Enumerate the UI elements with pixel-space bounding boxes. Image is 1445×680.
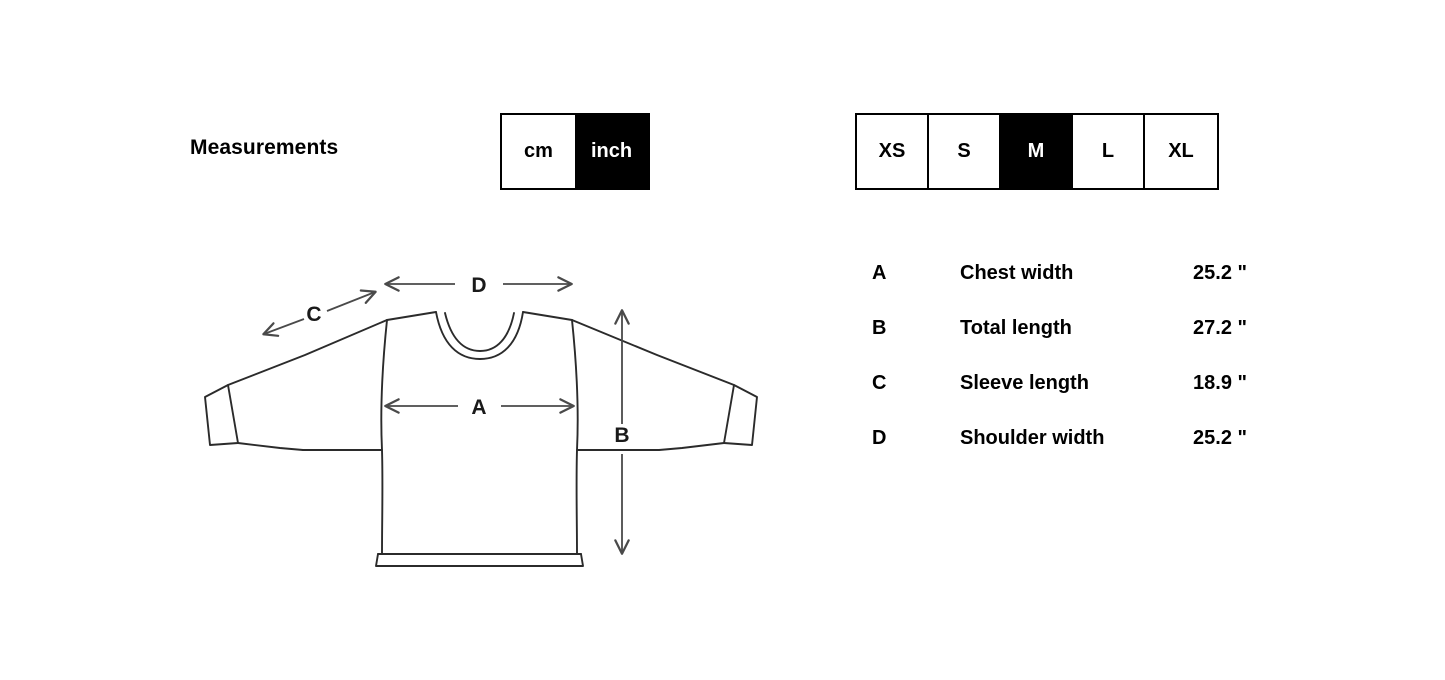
unit-option-inch[interactable]: inch — [575, 115, 648, 188]
row-key: C — [872, 372, 887, 394]
row-key: D — [872, 427, 887, 449]
row-key: B — [872, 317, 887, 339]
unit-option-cm[interactable]: cm — [502, 115, 575, 188]
table-row: C Sleeve length 18.9 " — [872, 372, 1247, 427]
row-key: A — [872, 262, 887, 284]
sweatshirt-diagram: D C A B — [190, 258, 790, 573]
dimension-arrow-c: C — [264, 292, 375, 334]
garment-outline — [204, 311, 758, 567]
unit-toggle[interactable]: cm inch — [500, 113, 650, 190]
row-value: 27.2 " — [1193, 317, 1247, 339]
dimension-label-d: D — [471, 274, 486, 297]
dimension-arrow-d: D — [386, 274, 571, 297]
row-label: Shoulder width — [960, 427, 1105, 449]
table-row: D Shoulder width 25.2 " — [872, 427, 1247, 482]
row-value: 25.2 " — [1193, 427, 1247, 449]
row-label: Sleeve length — [960, 372, 1089, 394]
dimension-label-b: B — [614, 424, 629, 447]
size-option-s[interactable]: S — [929, 115, 1001, 188]
size-option-l[interactable]: L — [1073, 115, 1145, 188]
table-row: B Total length 27.2 " — [872, 317, 1247, 372]
row-value: 18.9 " — [1193, 372, 1247, 394]
dimension-arrow-b: B — [614, 311, 629, 553]
table-row: A Chest width 25.2 " — [872, 262, 1247, 317]
row-label: Total length — [960, 317, 1072, 339]
row-label: Chest width — [960, 262, 1074, 284]
dimension-label-c: C — [306, 303, 321, 326]
size-option-m[interactable]: M — [1001, 115, 1073, 188]
size-selector[interactable]: XS S M L XL — [855, 113, 1219, 190]
dimension-arrow-a: A — [386, 396, 573, 419]
size-option-xs[interactable]: XS — [857, 115, 929, 188]
dimension-label-a: A — [471, 396, 486, 419]
measurements-table: A Chest width 25.2 " B Total length 27.2… — [872, 262, 1247, 482]
size-option-xl[interactable]: XL — [1145, 115, 1217, 188]
page-title: Measurements — [190, 136, 339, 159]
row-value: 25.2 " — [1193, 262, 1247, 284]
